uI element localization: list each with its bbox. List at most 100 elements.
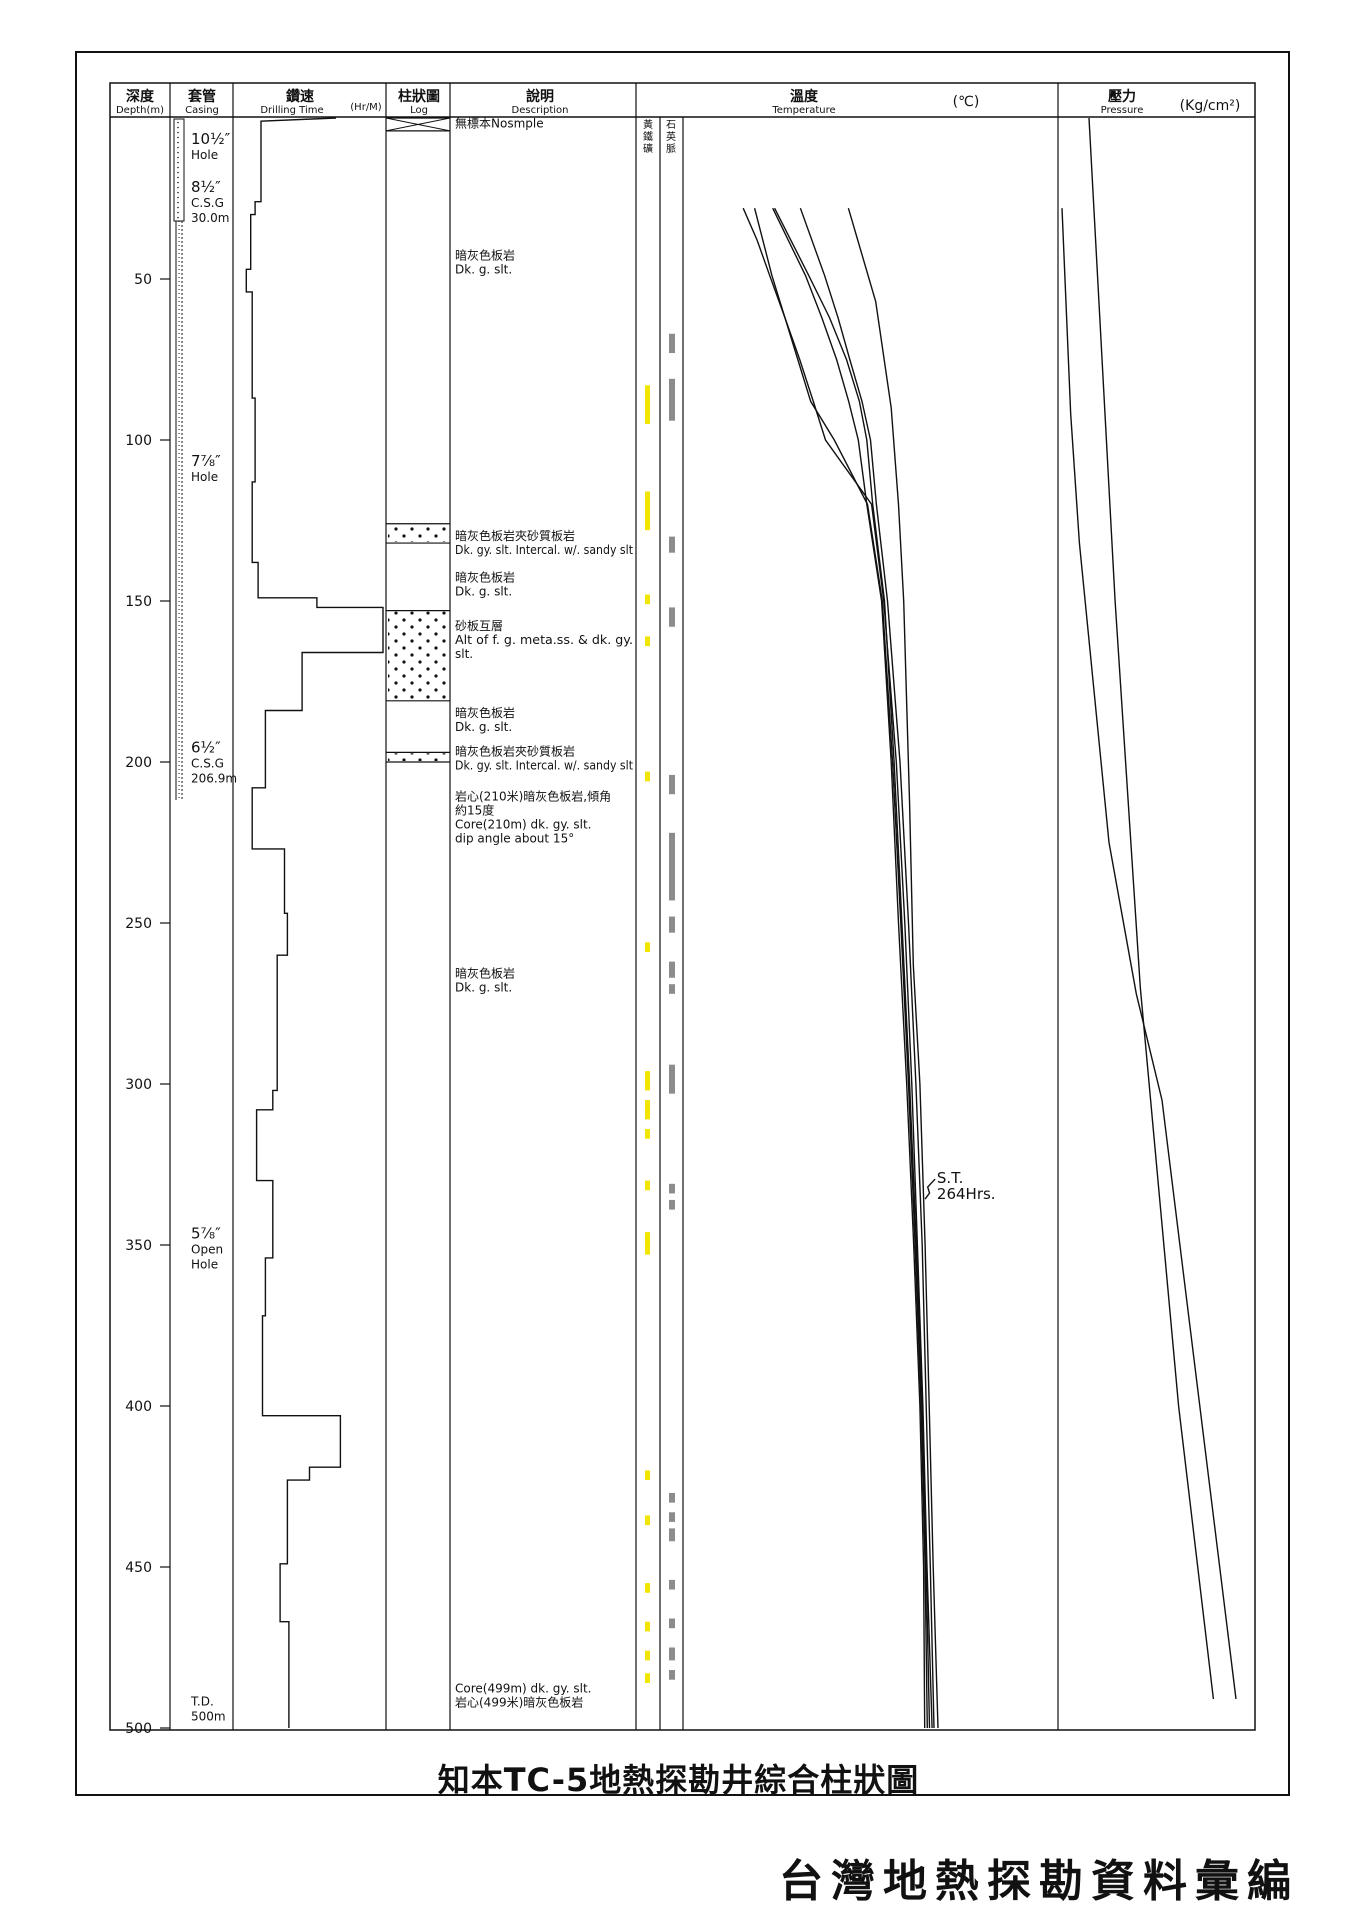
quartz-mark	[669, 607, 675, 627]
quartz-mark	[669, 1512, 675, 1522]
svg-text:Log: Log	[410, 105, 428, 116]
depth-tick-label: 400	[125, 1399, 152, 1415]
svg-text:溫度: 溫度	[790, 88, 819, 105]
casing-label: Hole	[191, 148, 218, 162]
pyrite-header-char: 礦	[643, 142, 653, 155]
pressure-curves	[1061, 117, 1237, 1700]
svg-text:(Hr/M): (Hr/M)	[350, 102, 382, 113]
page-title: 知本TC-5地熱探勘井綜合柱狀圖	[437, 1761, 920, 1799]
header-casing: 套管 Casing	[185, 88, 219, 116]
footer-publication-title: 台灣地熱探勘資料彙編	[779, 1856, 1299, 1907]
quartz-header-char: 石	[666, 120, 676, 131]
casing-label: 10½″	[191, 130, 231, 148]
mineral-marks	[645, 333, 675, 1683]
quartz-mark	[669, 1183, 675, 1194]
annotation-leader	[924, 1178, 936, 1200]
pyrite-mark	[645, 942, 650, 952]
casing-label: C.S.G	[191, 196, 224, 210]
description-line: 砂板互層	[455, 619, 503, 633]
description-line: Core(499m) dk. gy. slt.	[455, 1682, 591, 1696]
description-line: 無標本Nosmple	[455, 116, 544, 131]
pyrite-mark	[645, 1100, 650, 1120]
depth-tick-label: 150	[125, 594, 152, 610]
casing-label: Hole	[191, 1258, 218, 1272]
pyrite-mark	[645, 771, 650, 782]
description-line: dip angle about 15°	[455, 832, 574, 846]
description-line: slt.	[455, 647, 473, 661]
description-line: 岩心(499米)暗灰色板岩	[455, 1695, 583, 1710]
pyrite-mark	[645, 1515, 650, 1526]
pressure-curve	[1088, 117, 1215, 1700]
depth-tick-label: 250	[125, 916, 152, 932]
temperature-curve	[742, 207, 933, 1729]
casing-label: C.S.G	[191, 756, 224, 770]
casing-label: 7⅞″	[191, 452, 221, 470]
description-line: 暗灰色板岩夾砂質板岩	[455, 528, 575, 543]
description-line: 暗灰色板岩	[455, 248, 515, 263]
pyrite-header-char: 黃	[643, 118, 653, 131]
quartz-mark	[669, 1199, 675, 1210]
temperature-curve	[799, 207, 935, 1729]
pyrite-mark	[645, 1583, 650, 1593]
svg-text:(℃): (℃)	[953, 94, 980, 110]
description-line: 暗灰色板岩夾砂質板岩	[455, 744, 575, 759]
svg-text:套管: 套管	[188, 88, 216, 105]
quartz-mark	[669, 1579, 675, 1590]
quartz-header-char: 英	[666, 130, 676, 143]
header-drill-rate: 鑽速 Drilling Time (Hr/M)	[260, 88, 381, 116]
description-line: Dk. gy. slt. Intercal. w/. sandy slt	[455, 759, 633, 773]
pyrite-mark	[645, 1673, 650, 1683]
quartz-mark	[669, 333, 675, 354]
pyrite-mark	[645, 1621, 650, 1632]
description-line: Dk. g. slt.	[455, 263, 512, 277]
temperature-curve	[847, 208, 939, 1729]
description-line: 暗灰色板岩	[455, 966, 515, 981]
depth-tick-label: 350	[125, 1238, 152, 1254]
quartz-mark	[669, 1618, 675, 1629]
drill-rate-line	[245, 117, 384, 1728]
svg-text:Temperature: Temperature	[771, 105, 835, 116]
quartz-mark	[669, 1064, 675, 1094]
header-pyrite: 黃鐵礦	[643, 118, 653, 155]
quartz-mark	[669, 916, 675, 933]
quartz-mark	[669, 984, 675, 994]
svg-text:鑽速: 鑽速	[286, 88, 314, 105]
sandstone-pattern	[388, 524, 448, 543]
quartz-header-char: 脈	[666, 142, 676, 155]
svg-text:(Kg/cm²): (Kg/cm²)	[1180, 98, 1241, 114]
quartz-mark	[669, 378, 675, 421]
svg-text:Depth(m): Depth(m)	[116, 105, 164, 116]
pyrite-mark	[645, 594, 650, 605]
header-temperature: 溫度 Temperature (℃)	[771, 88, 979, 116]
header-quartz: 石英脈	[666, 120, 676, 155]
pyrite-mark	[645, 1071, 650, 1091]
quartz-mark	[669, 1492, 675, 1503]
header-description: 說明 Description	[512, 88, 569, 116]
temperature-curve	[772, 207, 926, 1729]
pyrite-mark	[645, 1232, 650, 1255]
pyrite-mark	[645, 1650, 650, 1661]
no-sample-cross	[385, 117, 451, 132]
pyrite-mark	[645, 385, 650, 424]
temperature-annotation: 264Hrs.	[937, 1185, 996, 1203]
description-line: 岩心(210米)暗灰色板岩,傾角	[455, 789, 611, 804]
casing-label: 500m	[191, 1709, 226, 1723]
header-depth: 深度 Depth(m)	[116, 88, 164, 116]
svg-text:說明: 說明	[526, 88, 554, 105]
temperature-curve	[773, 207, 931, 1729]
description-line: Dk. g. slt.	[455, 585, 512, 599]
quartz-mark	[669, 774, 675, 795]
description-line: 約15度	[455, 803, 494, 818]
svg-text:柱狀圖: 柱狀圖	[398, 88, 440, 105]
depth-tick-label: 450	[125, 1560, 152, 1576]
temperature-annotation: S.T.	[937, 1169, 963, 1187]
svg-text:Casing: Casing	[185, 105, 219, 116]
pressure-curve	[1061, 208, 1237, 1700]
svg-text:Drilling Time: Drilling Time	[260, 105, 323, 116]
casing-label: 5⅞″	[191, 1225, 221, 1243]
header-pressure: 壓力 Pressure (Kg/cm²)	[1101, 88, 1241, 116]
pyrite-header-char: 鐵	[643, 130, 653, 143]
